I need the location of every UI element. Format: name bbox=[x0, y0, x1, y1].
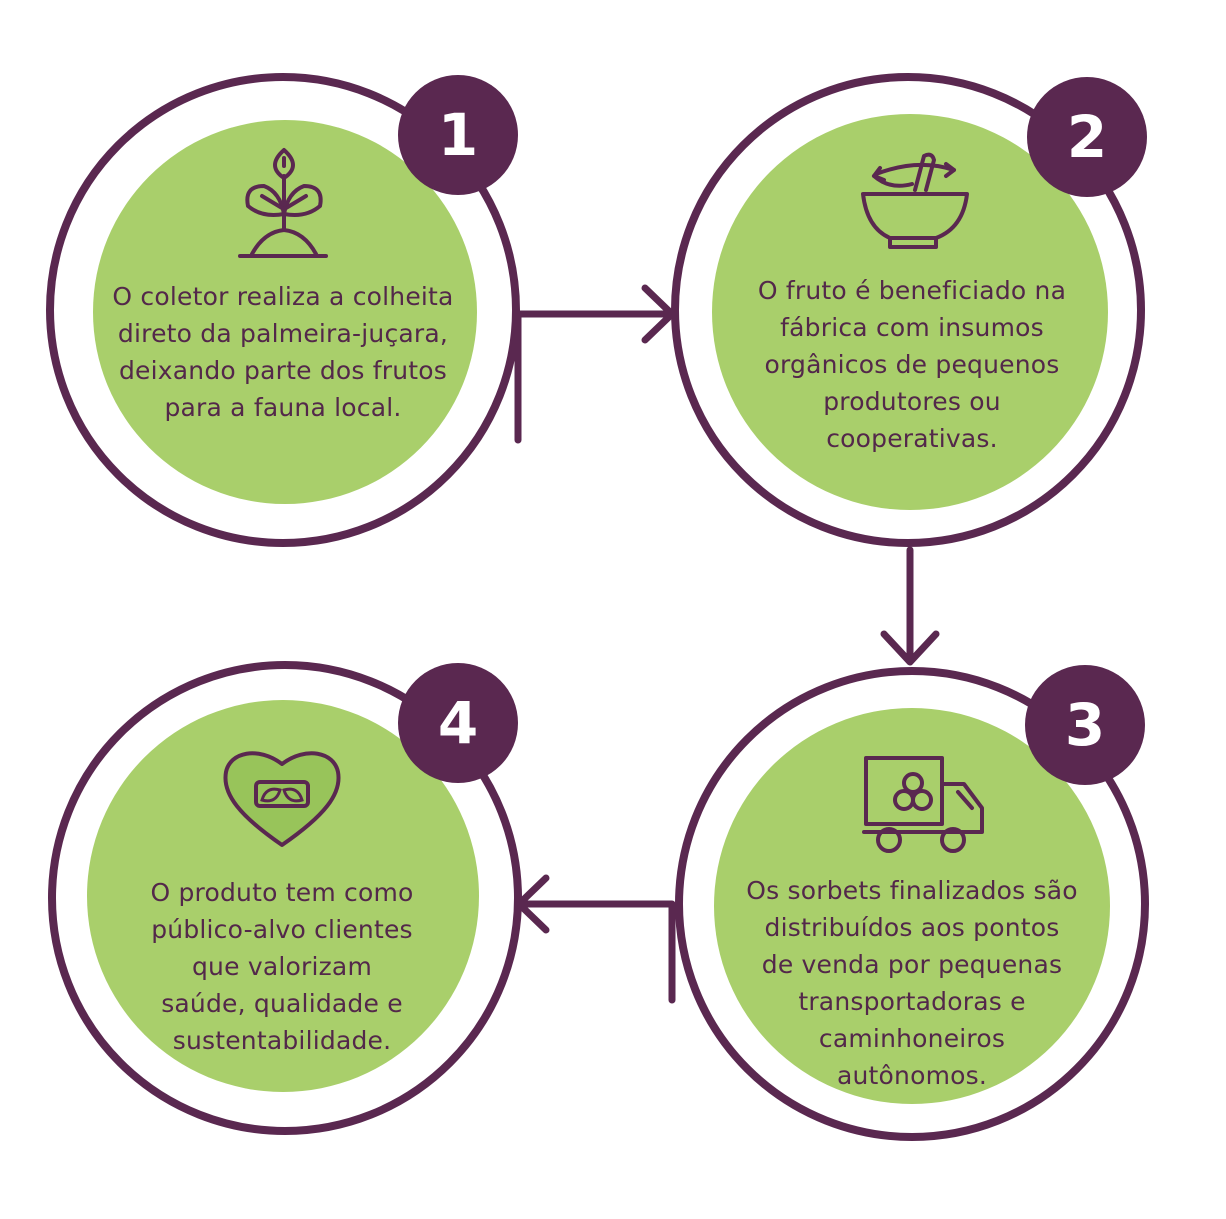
delivery-truck-icon bbox=[862, 756, 984, 853]
text-line: O fruto é beneficiado na bbox=[757, 276, 1067, 305]
mortar-pestle-icon bbox=[861, 152, 969, 249]
text-line: produtores ou bbox=[823, 387, 1001, 416]
step-4-text: O produto tem como público-alvo clientes… bbox=[82, 874, 482, 1059]
step-1-circle bbox=[93, 120, 477, 504]
step-2-number: 2 bbox=[1066, 103, 1108, 171]
text-line: O produto tem como bbox=[150, 878, 414, 907]
text-line: fábrica com insumos bbox=[780, 313, 1044, 342]
arrow-1-to-2 bbox=[514, 284, 676, 444]
text-line: saúde, qualidade e bbox=[161, 989, 403, 1018]
text-line: sustentabilidade. bbox=[172, 1026, 392, 1055]
step-1-badge bbox=[398, 75, 518, 195]
arrow-3-to-4 bbox=[515, 874, 676, 1004]
text-line: que valorizam bbox=[191, 952, 373, 981]
arrow-2-to-3 bbox=[880, 546, 940, 666]
step-2-ring bbox=[671, 73, 1145, 547]
text-line: público-alvo clientes bbox=[151, 915, 413, 944]
text-line: cooperativas. bbox=[826, 424, 998, 453]
text-line: direto da palmeira-juçara, bbox=[117, 319, 449, 348]
step-3-text: Os sorbets finalizados são distribuídos … bbox=[712, 872, 1112, 1094]
text-line: O coletor realiza a colheita bbox=[112, 282, 454, 311]
sprout-icon bbox=[238, 148, 328, 258]
step-4-badge bbox=[398, 663, 518, 783]
step-2-badge bbox=[1027, 77, 1147, 197]
step-1-text: O coletor realiza a colheita direto da p… bbox=[83, 278, 483, 426]
text-line: transportadoras e bbox=[798, 987, 1026, 1016]
step-4-circle bbox=[87, 700, 479, 1092]
text-line: distribuídos aos pontos bbox=[764, 913, 1060, 942]
text-line: para a fauna local. bbox=[164, 393, 402, 422]
step-3-badge bbox=[1025, 665, 1145, 785]
step-4-ring bbox=[48, 661, 522, 1135]
step-3-number: 3 bbox=[1064, 691, 1106, 759]
text-line: orgânicos de pequenos bbox=[764, 350, 1060, 379]
text-line: de venda por pequenas bbox=[761, 950, 1063, 979]
text-line: caminhoneiros bbox=[818, 1024, 1006, 1053]
text-line: deixando parte dos frutos bbox=[118, 356, 448, 385]
step-2-circle bbox=[712, 114, 1108, 510]
step-3-ring bbox=[675, 667, 1149, 1141]
text-line: autônomos. bbox=[836, 1061, 988, 1090]
step-4-number: 4 bbox=[437, 689, 479, 757]
step-3-circle bbox=[714, 708, 1110, 1104]
step-1-ring bbox=[46, 73, 520, 547]
step-1-number: 1 bbox=[437, 101, 479, 169]
text-line: Os sorbets finalizados são bbox=[746, 876, 1078, 905]
step-2-text: O fruto é beneficiado na fábrica com ins… bbox=[712, 272, 1112, 457]
heart-leaves-icon bbox=[223, 751, 341, 847]
